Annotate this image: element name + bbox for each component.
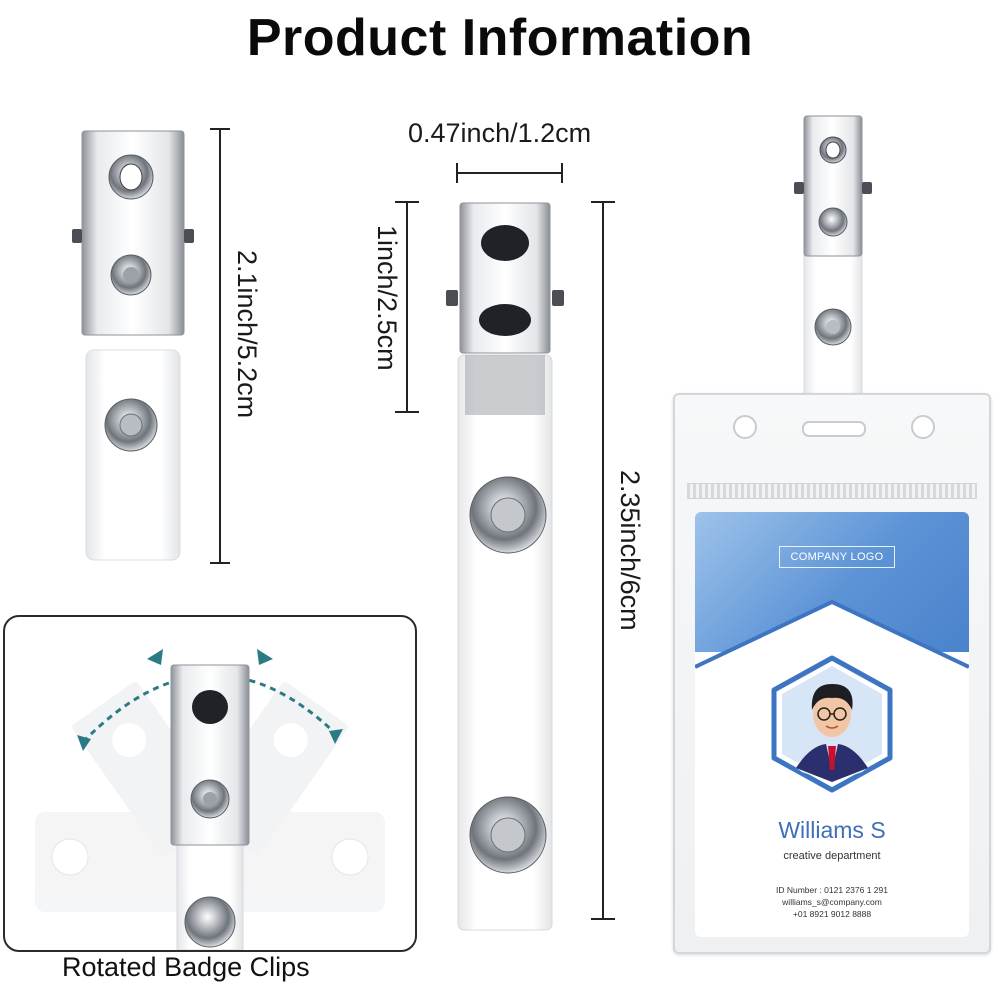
badge-clip-image bbox=[72, 130, 194, 561]
rotated-clips-illustration bbox=[35, 649, 385, 950]
length-dimension-line bbox=[591, 201, 615, 920]
id-card: COMPANY LOGO Williams S creative departm… bbox=[695, 512, 969, 937]
employee-phone: +01 8921 9012 8888 bbox=[792, 909, 872, 919]
company-logo: COMPANY LOGO bbox=[779, 546, 895, 568]
holder-hole-right bbox=[911, 415, 935, 439]
id-number: ID Number : 0121 2376 1 291 bbox=[776, 885, 888, 895]
middle-clip-length-label: 2.35inch/6cm bbox=[615, 470, 645, 631]
middle-clip-width-label: 0.47inch/1.2cm bbox=[408, 118, 592, 148]
employee-name: Williams S bbox=[778, 817, 886, 843]
rotated-clips-panel bbox=[3, 615, 417, 952]
long-badge-clip-image bbox=[446, 202, 564, 931]
employee-department: creative department bbox=[783, 850, 881, 862]
rotated-badge-clips-caption: Rotated Badge Clips bbox=[62, 952, 310, 982]
badge-holder: COMPANY LOGO Williams S creative departm… bbox=[673, 393, 991, 954]
holder-slot bbox=[802, 421, 866, 437]
width-dimension-line bbox=[456, 163, 563, 183]
employee-email: williams_s@company.com bbox=[782, 897, 882, 907]
avatar bbox=[771, 655, 893, 793]
page-title: Product Information bbox=[246, 9, 754, 67]
card-wave bbox=[695, 599, 969, 682]
holder-clip-image bbox=[794, 115, 872, 412]
zip-seal bbox=[687, 483, 977, 499]
holder-hole-left bbox=[733, 415, 757, 439]
head-dimension-line bbox=[395, 201, 419, 413]
middle-clip-head-label: 1inch/2.5cm bbox=[372, 225, 402, 371]
left-clip-height-label: 2.1inch/5.2cm bbox=[232, 250, 262, 419]
height-dimension-line bbox=[210, 128, 230, 564]
